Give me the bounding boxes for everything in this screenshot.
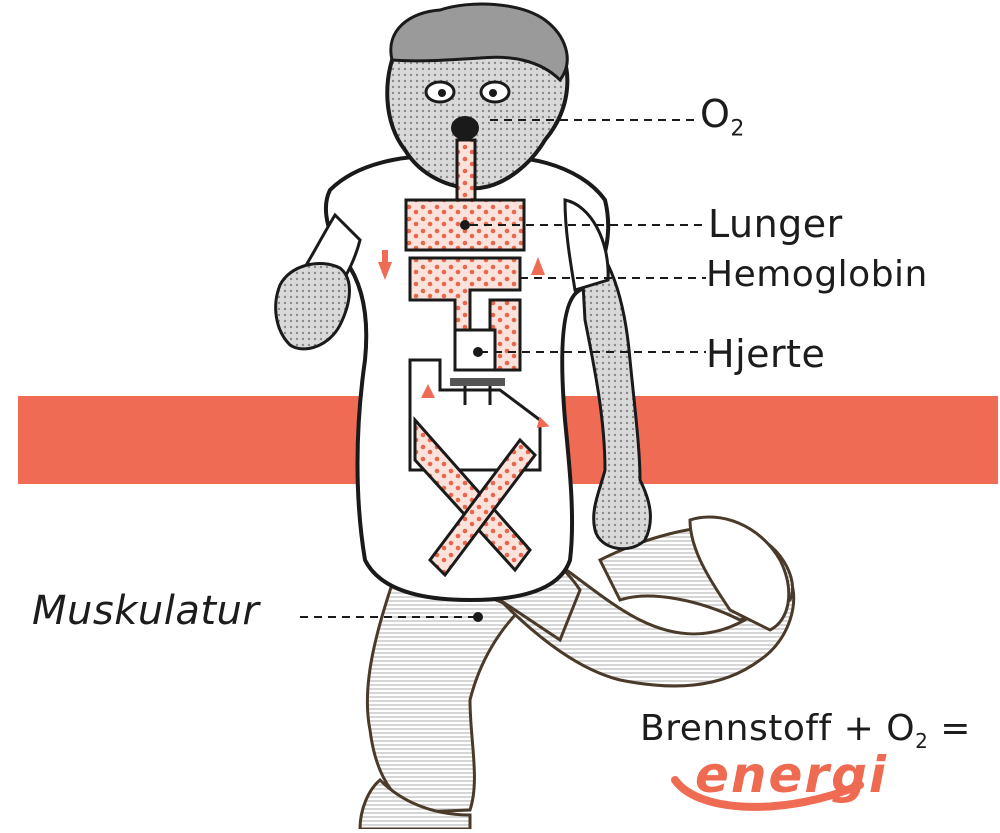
mouth [451,116,479,140]
o2-label: O2 [700,92,745,142]
hemoglobin-label: Hemoglobin [706,254,928,295]
energi-label: energi [695,746,888,804]
airway [457,140,475,200]
muskulatur-label: Muskulatur [32,588,259,634]
left-fist [276,263,350,348]
hjerte-label: Hjerte [706,332,825,376]
lunger-label: Lunger [708,202,843,246]
